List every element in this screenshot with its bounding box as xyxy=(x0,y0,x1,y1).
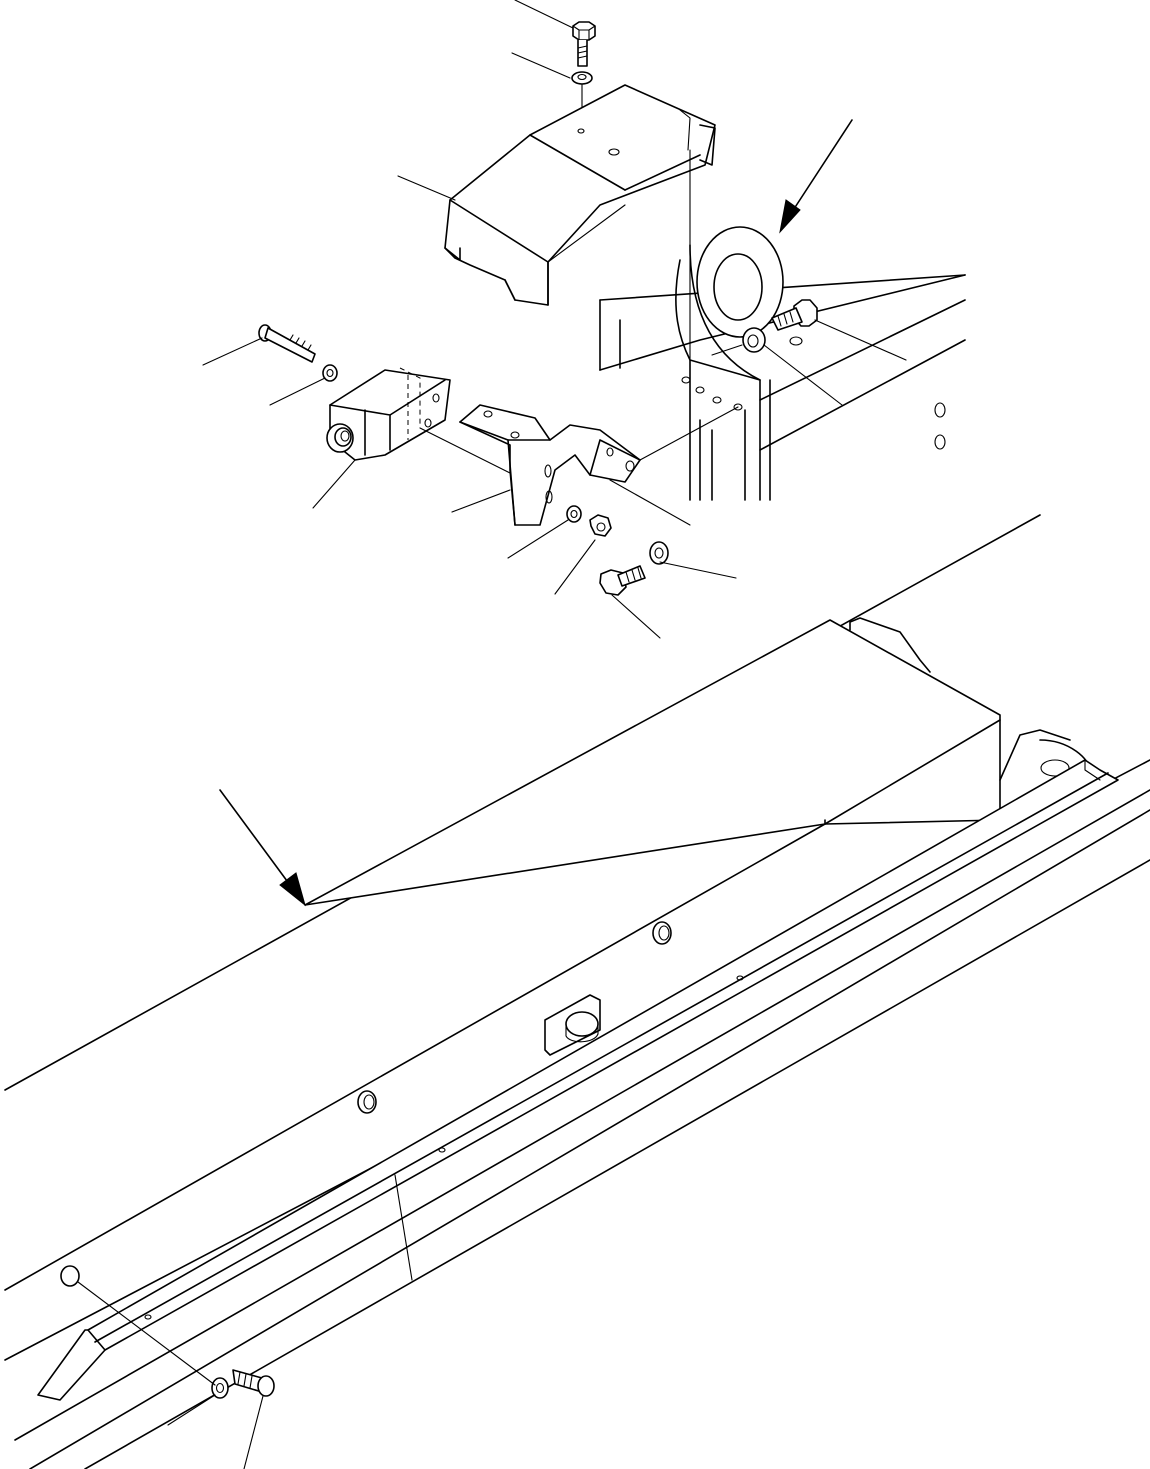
limit-switch xyxy=(326,367,451,461)
switch-bracket xyxy=(459,404,641,526)
frame-bolt xyxy=(771,299,818,331)
nut xyxy=(589,514,612,537)
leader-lines-upper xyxy=(202,0,907,639)
switch-cover xyxy=(444,84,716,306)
lever-bar xyxy=(37,759,1119,1401)
small-washer xyxy=(322,364,338,382)
bracket-washer xyxy=(649,541,669,565)
bracket-bolt xyxy=(599,565,646,596)
leader-lines-lower xyxy=(167,1174,413,1469)
washer-top xyxy=(571,71,593,85)
hex-bolt-top xyxy=(572,21,596,67)
frame-washer xyxy=(742,327,766,353)
bar-bolt xyxy=(232,1369,275,1397)
frame-structure xyxy=(599,226,966,501)
main-frame-lower xyxy=(4,514,1150,1469)
view-arrow-upper xyxy=(779,119,853,234)
bar-washer xyxy=(211,1377,229,1399)
lock-washer xyxy=(566,505,582,523)
long-screw xyxy=(258,324,316,363)
view-arrow-lower xyxy=(219,789,306,907)
